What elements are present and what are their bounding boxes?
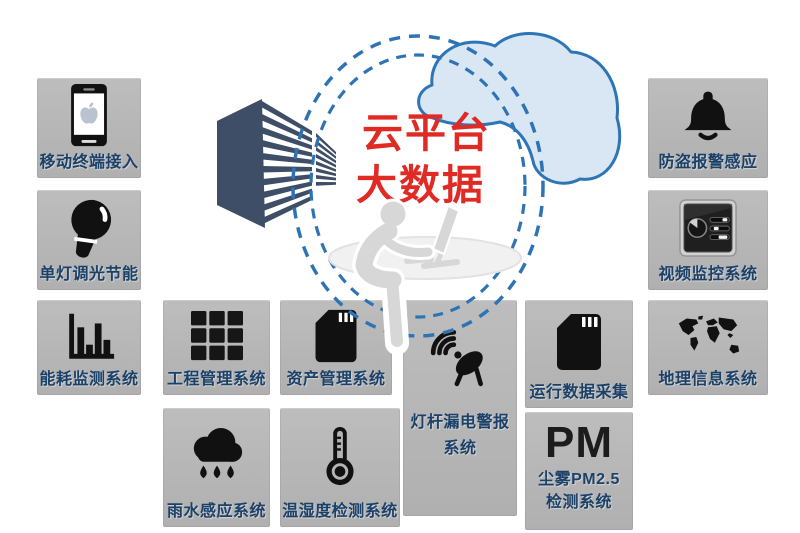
panel-gis: 地理信息系统: [648, 300, 768, 395]
panel-label: 运行数据采集: [529, 384, 629, 402]
bell-icon: [684, 91, 732, 141]
panel-rain-sensing: 雨水感应系统: [163, 408, 270, 527]
panel-label-group: 灯杆漏电警报 系统: [410, 410, 509, 516]
icon-wrap: [280, 300, 392, 371]
panel-label-line2: 检测系统: [545, 494, 612, 511]
bar-chart-icon: [69, 313, 115, 359]
panel-temp-humidity: 温湿度检测系统: [280, 408, 400, 527]
panel-label: 单灯调光节能: [39, 266, 139, 284]
panel-burglar-alarm: 防盗报警感应: [648, 78, 768, 178]
sd-card-icon: [315, 309, 357, 362]
satellite-dish-icon: [430, 329, 483, 387]
panel-label: 工程管理系统: [166, 371, 266, 389]
icon-wrap: [648, 300, 768, 371]
icon-wrap: [403, 300, 517, 410]
grid-icon: [190, 310, 243, 360]
panel-label-line2: 系统: [443, 440, 477, 457]
panel-single-lamp-dimming: 单灯调光节能: [37, 190, 141, 290]
panel-label: 移动终端接入: [39, 154, 139, 172]
panel-pm25: PM 尘雾PM2.5 检测系统: [525, 412, 633, 530]
panel-label: 地理信息系统: [658, 371, 758, 389]
icon-wrap: [525, 300, 633, 384]
panel-energy-monitoring: 能耗监测系统: [37, 300, 141, 395]
cloud-illustration: [417, 32, 622, 185]
panel-mobile-access: 移动终端接入: [37, 78, 141, 178]
panel-pole-leakage: 灯杆漏电警报 系统: [403, 300, 517, 516]
panel-data-collection: 运行数据采集: [525, 300, 633, 408]
control-panel-icon: [679, 199, 737, 257]
icon-wrap: [648, 78, 768, 154]
lightbulb-icon: [71, 200, 112, 258]
icon-wrap: [163, 408, 270, 503]
panel-label: 能耗监测系统: [39, 371, 139, 389]
icon-wrap: [37, 300, 141, 371]
icon-wrap: [648, 190, 768, 266]
panel-label-line1: 灯杆漏电警报: [410, 414, 510, 431]
icon-wrap: [280, 408, 400, 503]
smartphone-icon: [71, 84, 107, 147]
panel-video-surveillance: 视频监控系统: [648, 190, 768, 290]
dashed-ring-illustration: [291, 34, 545, 338]
panel-label: 资产管理系统: [286, 371, 386, 389]
panel-label: 温湿度检测系统: [282, 503, 398, 521]
world-map-icon: [678, 315, 740, 354]
panel-asset-mgmt: 资产管理系统: [280, 300, 392, 395]
icon-wrap: [163, 300, 270, 371]
rain-cloud-icon: [193, 427, 242, 478]
sd-card-icon: [557, 314, 601, 371]
panel-label: 视频监控系统: [658, 266, 758, 284]
panel-engineering-mgmt: 工程管理系统: [163, 300, 270, 395]
diagram-title-line1: 云平台: [362, 110, 491, 156]
diagram-title-line2: 大数据: [356, 162, 485, 208]
panel-label: 雨水感应系统: [166, 503, 266, 521]
thermometer-icon: [326, 426, 354, 485]
icon-wrap: [37, 78, 141, 154]
panel-label: 防盗报警感应: [658, 154, 758, 172]
panel-label-line1: 尘雾PM2.5: [538, 471, 620, 488]
icon-wrap: [37, 190, 141, 266]
pm-text: PM: [545, 418, 613, 467]
office-building-illustration: [217, 99, 336, 228]
